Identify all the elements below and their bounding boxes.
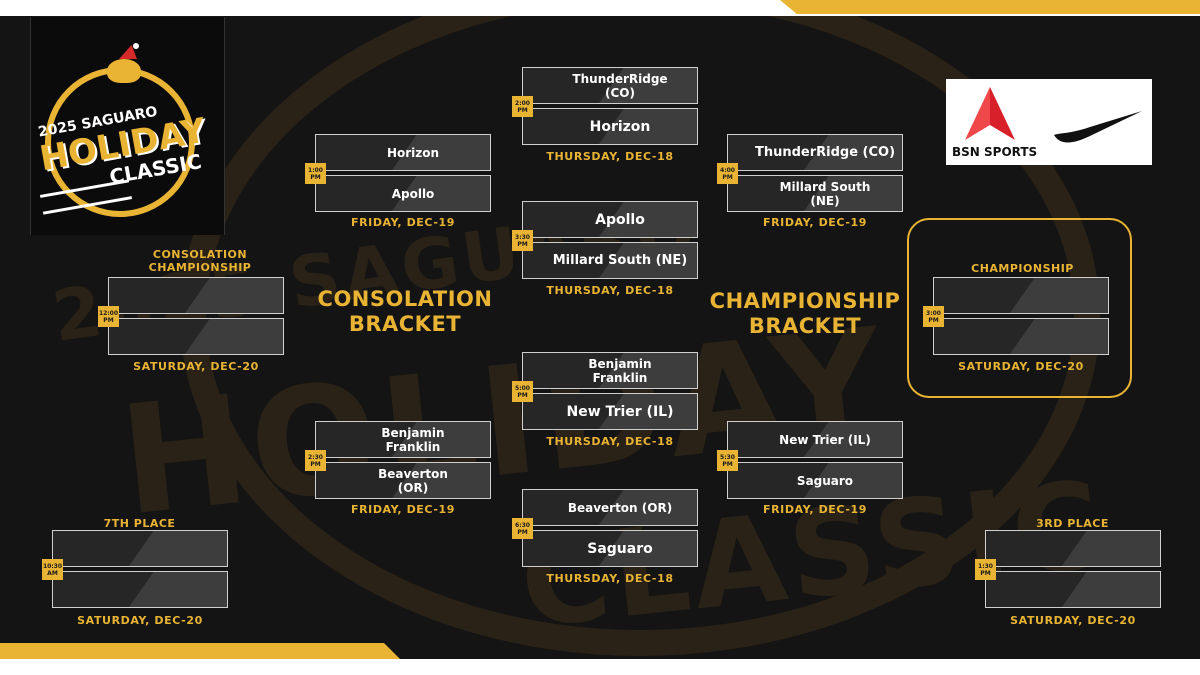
- team-slot-empty[interactable]: [985, 530, 1161, 567]
- team-slot[interactable]: Apollo: [315, 175, 491, 212]
- match-first-round-2[interactable]: Apollo Millard South (NE) 3:30 PM: [512, 201, 698, 279]
- team-slot[interactable]: Benjamin Franklin: [315, 421, 491, 458]
- team-slot-empty[interactable]: [985, 571, 1161, 608]
- game-time-badge: 3:30 PM: [512, 230, 533, 251]
- bottom-white-bar: [350, 659, 1200, 675]
- bottom-accent-bar: [0, 643, 400, 659]
- team-name: New Trier (IL): [566, 403, 674, 420]
- team-slot[interactable]: Horizon: [522, 108, 698, 145]
- game-time-badge: 6:30 PM: [512, 518, 533, 539]
- match-first-round-3[interactable]: Benjamin Franklin New Trier (IL) 5:00 PM: [512, 352, 698, 430]
- match-first-round-1[interactable]: ThunderRidge (CO) Horizon 2:00 PM: [512, 67, 698, 145]
- team-name: Millard South (NE): [552, 252, 688, 268]
- championship-title-line2: BRACKET: [748, 314, 862, 338]
- team-slot[interactable]: Benjamin Franklin: [522, 352, 698, 389]
- consolation-championship-label: CONSOLATION CHAMPIONSHIP: [148, 248, 252, 274]
- game-day: THURSDAY, DEC-18: [546, 284, 674, 297]
- game-day: THURSDAY, DEC-18: [546, 572, 674, 585]
- game-time-badge: 4:00 PM: [717, 163, 738, 184]
- team-slot-empty[interactable]: [52, 571, 228, 608]
- game-day: SATURDAY, DEC-20: [77, 614, 203, 627]
- consolation-title-line1: CONSOLATION: [317, 287, 493, 311]
- team-name: Benjamin Franklin: [381, 425, 445, 454]
- team-slot[interactable]: New Trier (IL): [522, 393, 698, 430]
- team-slot-empty[interactable]: [108, 277, 284, 314]
- game-time-badge: 2:30 PM: [305, 450, 326, 471]
- team-slot[interactable]: Apollo: [522, 201, 698, 238]
- team-slot[interactable]: Saguaro: [727, 462, 903, 499]
- team-slot-empty[interactable]: [52, 530, 228, 567]
- match-consolation-championship[interactable]: 12:00 PM: [98, 277, 284, 355]
- game-time-badge: 1:30 PM: [975, 559, 996, 580]
- game-time-badge: 12:00 PM: [98, 306, 119, 327]
- match-first-round-4[interactable]: Beaverton (OR) Saguaro 6:30 PM: [512, 489, 698, 567]
- tiger-santa-hat-icon: [107, 43, 141, 83]
- game-time-badge: 1:00 PM: [305, 163, 326, 184]
- game-day: THURSDAY, DEC-18: [546, 435, 674, 448]
- team-slot[interactable]: Horizon: [315, 134, 491, 171]
- game-day: SATURDAY, DEC-20: [1010, 614, 1136, 627]
- team-name: Horizon: [386, 145, 440, 160]
- team-name: ThunderRidge (CO): [754, 144, 896, 160]
- team-slot[interactable]: Beaverton (OR): [315, 462, 491, 499]
- team-name: Horizon: [589, 118, 651, 135]
- bsn-sports-text: BSN SPORTS: [952, 145, 1038, 159]
- team-name: ThunderRidge (CO): [572, 71, 668, 100]
- match-seventh-place[interactable]: 10:30 AM: [42, 530, 228, 608]
- team-slot[interactable]: ThunderRidge (CO): [522, 67, 698, 104]
- team-slot[interactable]: New Trier (IL): [727, 421, 903, 458]
- team-name: Saguaro: [587, 540, 653, 557]
- third-place-label: 3RD PLACE: [1036, 517, 1109, 530]
- bsn-triangle-icon: [965, 87, 1015, 140]
- match-championship-semi-2[interactable]: New Trier (IL) Saguaro 5:30 PM: [717, 421, 903, 499]
- team-name: Apollo: [595, 211, 645, 228]
- team-name: Saguaro: [796, 473, 854, 488]
- top-accent-bar: [780, 0, 1200, 14]
- match-championship-semi-1[interactable]: ThunderRidge (CO) Millard South (NE) 4:0…: [717, 134, 903, 212]
- team-slot[interactable]: Beaverton (OR): [522, 489, 698, 526]
- team-slot-empty[interactable]: [108, 318, 284, 355]
- game-day: FRIDAY, DEC-19: [762, 503, 868, 516]
- consolation-title-line2: BRACKET: [348, 312, 462, 336]
- team-slot[interactable]: ThunderRidge (CO): [727, 134, 903, 171]
- game-day: SATURDAY, DEC-20: [958, 360, 1084, 373]
- game-day: FRIDAY, DEC-19: [762, 216, 868, 229]
- consolation-bracket-title: CONSOLATION BRACKET: [300, 287, 510, 337]
- game-day: THURSDAY, DEC-18: [546, 150, 674, 163]
- championship-highlight-frame: [907, 218, 1132, 398]
- match-consolation-semi-1[interactable]: Horizon Apollo 1:00 PM: [305, 134, 491, 212]
- game-day: FRIDAY, DEC-19: [350, 503, 456, 516]
- team-name: Beaverton (OR): [567, 500, 673, 515]
- seventh-place-label: 7TH PLACE: [103, 517, 176, 530]
- sponsor-banner: BSN SPORTS: [946, 79, 1152, 165]
- game-day: SATURDAY, DEC-20: [133, 360, 259, 373]
- team-slot[interactable]: Saguaro: [522, 530, 698, 567]
- match-consolation-semi-2[interactable]: Benjamin Franklin Beaverton (OR) 2:30 PM: [305, 421, 491, 499]
- championship-title-line1: CHAMPIONSHIP: [709, 289, 901, 313]
- championship-bracket-title: CHAMPIONSHIP BRACKET: [700, 289, 910, 339]
- team-name: New Trier (IL): [779, 432, 871, 447]
- game-day: FRIDAY, DEC-19: [350, 216, 456, 229]
- match-third-place[interactable]: 1:30 PM: [975, 530, 1161, 608]
- game-time-badge: 10:30 AM: [42, 559, 63, 580]
- game-time-badge: 2:00 PM: [512, 96, 533, 117]
- team-name: Beaverton (OR): [378, 466, 448, 495]
- team-slot[interactable]: Millard South (NE): [727, 175, 903, 212]
- nike-swoosh-icon: [1054, 111, 1142, 143]
- match-championship[interactable]: 3:00 PM: [923, 277, 1109, 355]
- team-name: Millard South (NE): [779, 179, 871, 208]
- championship-label: CHAMPIONSHIP: [971, 262, 1074, 275]
- team-name: Apollo: [391, 186, 435, 201]
- game-time-badge: 5:30 PM: [717, 450, 738, 471]
- game-time-badge: 5:00 PM: [512, 381, 533, 402]
- event-logo: 2025 SAGUARO HOLIDAY CLASSIC: [30, 17, 225, 235]
- team-slot-empty[interactable]: [933, 318, 1109, 355]
- game-time-badge: 3:00 PM: [923, 306, 944, 327]
- team-slot-empty[interactable]: [933, 277, 1109, 314]
- team-name: Benjamin Franklin: [588, 356, 652, 385]
- team-slot[interactable]: Millard South (NE): [522, 242, 698, 279]
